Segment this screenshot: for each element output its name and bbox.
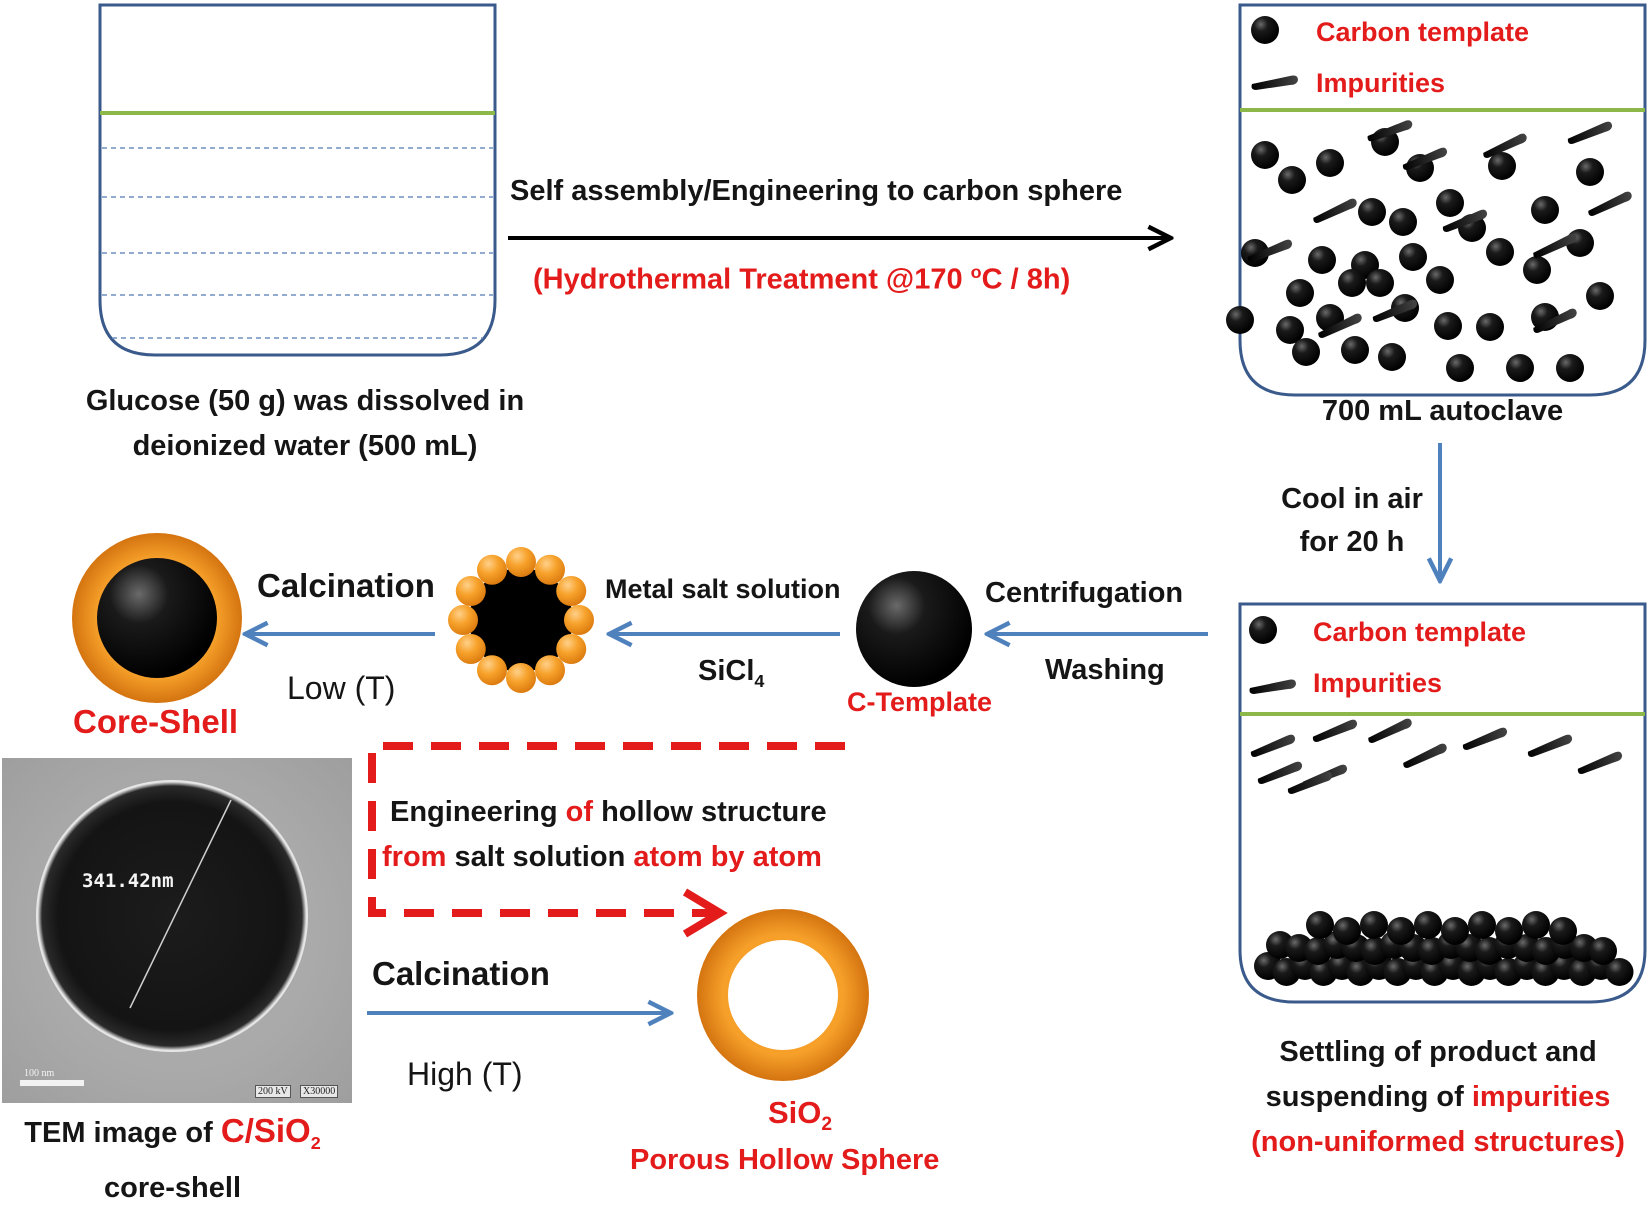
sio2-nanoparticle <box>564 605 594 635</box>
porous-hollow-sphere-label: Porous Hollow Sphere <box>630 1144 940 1176</box>
settling-beaker <box>1238 602 1647 1004</box>
carbon-sphere <box>1531 196 1559 224</box>
high-temperature-label: High (T) <box>407 1056 523 1092</box>
sio2-nanoparticle <box>477 554 507 585</box>
tem-scale-text: 100 nm <box>24 1068 55 1079</box>
sio2-nanoparticle <box>556 576 587 606</box>
carbon-sphere <box>1476 313 1504 341</box>
carbon-sphere <box>1586 282 1614 310</box>
carbon-sphere <box>1549 917 1577 945</box>
carbon-sphere <box>1399 243 1427 271</box>
hydrothermal-label: Self assembly/Engineering to carbon sphe… <box>510 175 1123 207</box>
autoclave-particles <box>1226 119 1635 382</box>
sio2-nanoparticle <box>477 655 507 686</box>
carbon-sphere <box>1360 911 1388 939</box>
hollow-route-text: Engineering of hollow structure from sal… <box>382 796 827 873</box>
carbon-sphere <box>1366 269 1394 297</box>
carbon-sphere <box>1522 911 1550 939</box>
carbon-sphere <box>1495 917 1523 945</box>
sicl4-label: SiCl4 <box>698 655 765 691</box>
cool-label: Cool in air for 20 h <box>1281 483 1423 558</box>
glucose-beaker <box>98 3 497 357</box>
carbon-sphere <box>1338 269 1366 297</box>
settled-particles <box>1248 717 1634 986</box>
carbon-sphere <box>1333 917 1361 945</box>
metal-salt-label: Metal salt solution <box>605 574 841 604</box>
carbon-sphere <box>1589 937 1617 965</box>
carbon-sphere <box>1426 266 1454 294</box>
tem-image: 341.42nm 100 nm 200 kV X30000 <box>2 758 352 1103</box>
carbon-sphere <box>1276 316 1304 344</box>
carbon-sphere <box>1468 911 1496 939</box>
tem-micrograph <box>20 780 308 1086</box>
carbon-sphere <box>1446 354 1474 382</box>
hydrothermal-condition: (Hydrothermal Treatment @170 oC / 8h) <box>533 262 1071 296</box>
tem-particle <box>38 782 306 1050</box>
carbon-sphere <box>1358 198 1386 226</box>
high-calcination-label: Calcination <box>372 955 550 992</box>
carbon-sphere <box>1308 246 1336 274</box>
carbon-sphere <box>1576 158 1604 186</box>
carbon-sphere <box>1486 238 1514 266</box>
hollow-route-arrowhead <box>682 888 728 938</box>
core-shell-label: Core-Shell <box>73 703 239 740</box>
sio2-nanoparticle <box>506 547 536 577</box>
carbon-sphere <box>1389 208 1417 236</box>
autoclave-caption: 700 mL autoclave <box>1321 395 1564 427</box>
tem-measurement: 341.42nm <box>82 870 174 892</box>
settled-legend-sphere-label: Carbon template <box>1313 617 1527 647</box>
glucose-caption: Glucose (50 g) was dissolved in deionize… <box>85 385 525 462</box>
autoclave-legend-sphere-label: Carbon template <box>1316 17 1530 47</box>
sio2-nanoparticle <box>535 554 565 585</box>
sio2-nanoparticle <box>455 576 486 606</box>
carbon-sphere <box>1605 958 1634 986</box>
hollow-route-arrow <box>368 742 845 917</box>
carbon-sphere <box>1414 911 1442 939</box>
autoclave-legend-impurity-label: Impurities <box>1316 68 1446 98</box>
carbon-sphere <box>1251 141 1279 169</box>
tem-scale-bar <box>20 1080 84 1086</box>
settling-caption: Settling of product and suspending of im… <box>1251 1036 1625 1158</box>
autoclave-legend-sphere <box>1251 16 1279 44</box>
sio2-label: SiO2 <box>767 1095 833 1136</box>
carbon-sphere <box>1341 336 1369 364</box>
sio2-nanoparticle <box>455 634 486 664</box>
washing-label: Washing <box>1045 654 1165 686</box>
centrifugation-label: Centrifugation <box>985 577 1184 609</box>
sio2-nanoparticle <box>506 663 536 693</box>
carbon-sphere <box>1556 354 1584 382</box>
carbon-sphere <box>1436 189 1464 217</box>
sio2-nanoparticle <box>448 605 478 635</box>
sio2-nanoparticle <box>556 634 587 664</box>
carbon-sphere <box>1441 917 1469 945</box>
c-template-sphere <box>856 571 972 687</box>
settled-legend-sphere <box>1249 616 1277 644</box>
carbon-sphere <box>1434 312 1462 340</box>
tem-diameter-line <box>129 799 232 1009</box>
decorated-sphere <box>448 547 594 693</box>
core-shell-sphere <box>72 533 242 703</box>
carbon-sphere <box>1278 166 1306 194</box>
low-calcination-label: Calcination <box>257 567 435 604</box>
carbon-sphere <box>1316 149 1344 177</box>
settled-legend-impurity-label: Impurities <box>1313 668 1443 698</box>
carbon-sphere <box>1488 152 1516 180</box>
carbon-sphere <box>1306 911 1334 939</box>
carbon-sphere <box>1506 354 1534 382</box>
c-template-label: C-Template <box>847 687 993 717</box>
carbon-sphere <box>1378 343 1406 371</box>
tem-magnification: X30000 <box>300 1085 339 1098</box>
tem-caption: TEM image of C/SiO2 core-shell <box>24 1112 321 1204</box>
carbon-sphere <box>1226 306 1254 334</box>
carbon-sphere <box>1286 279 1314 307</box>
carbon-sphere <box>1241 239 1269 267</box>
carbon-sphere <box>1387 917 1415 945</box>
sio2-nanoparticle <box>535 655 565 686</box>
low-temperature-label: Low (T) <box>287 670 396 706</box>
tem-kv: 200 kV <box>255 1085 291 1098</box>
carbon-sphere <box>1292 338 1320 366</box>
hollow-sphere <box>697 909 869 1081</box>
carbon-sphere <box>1523 256 1551 284</box>
